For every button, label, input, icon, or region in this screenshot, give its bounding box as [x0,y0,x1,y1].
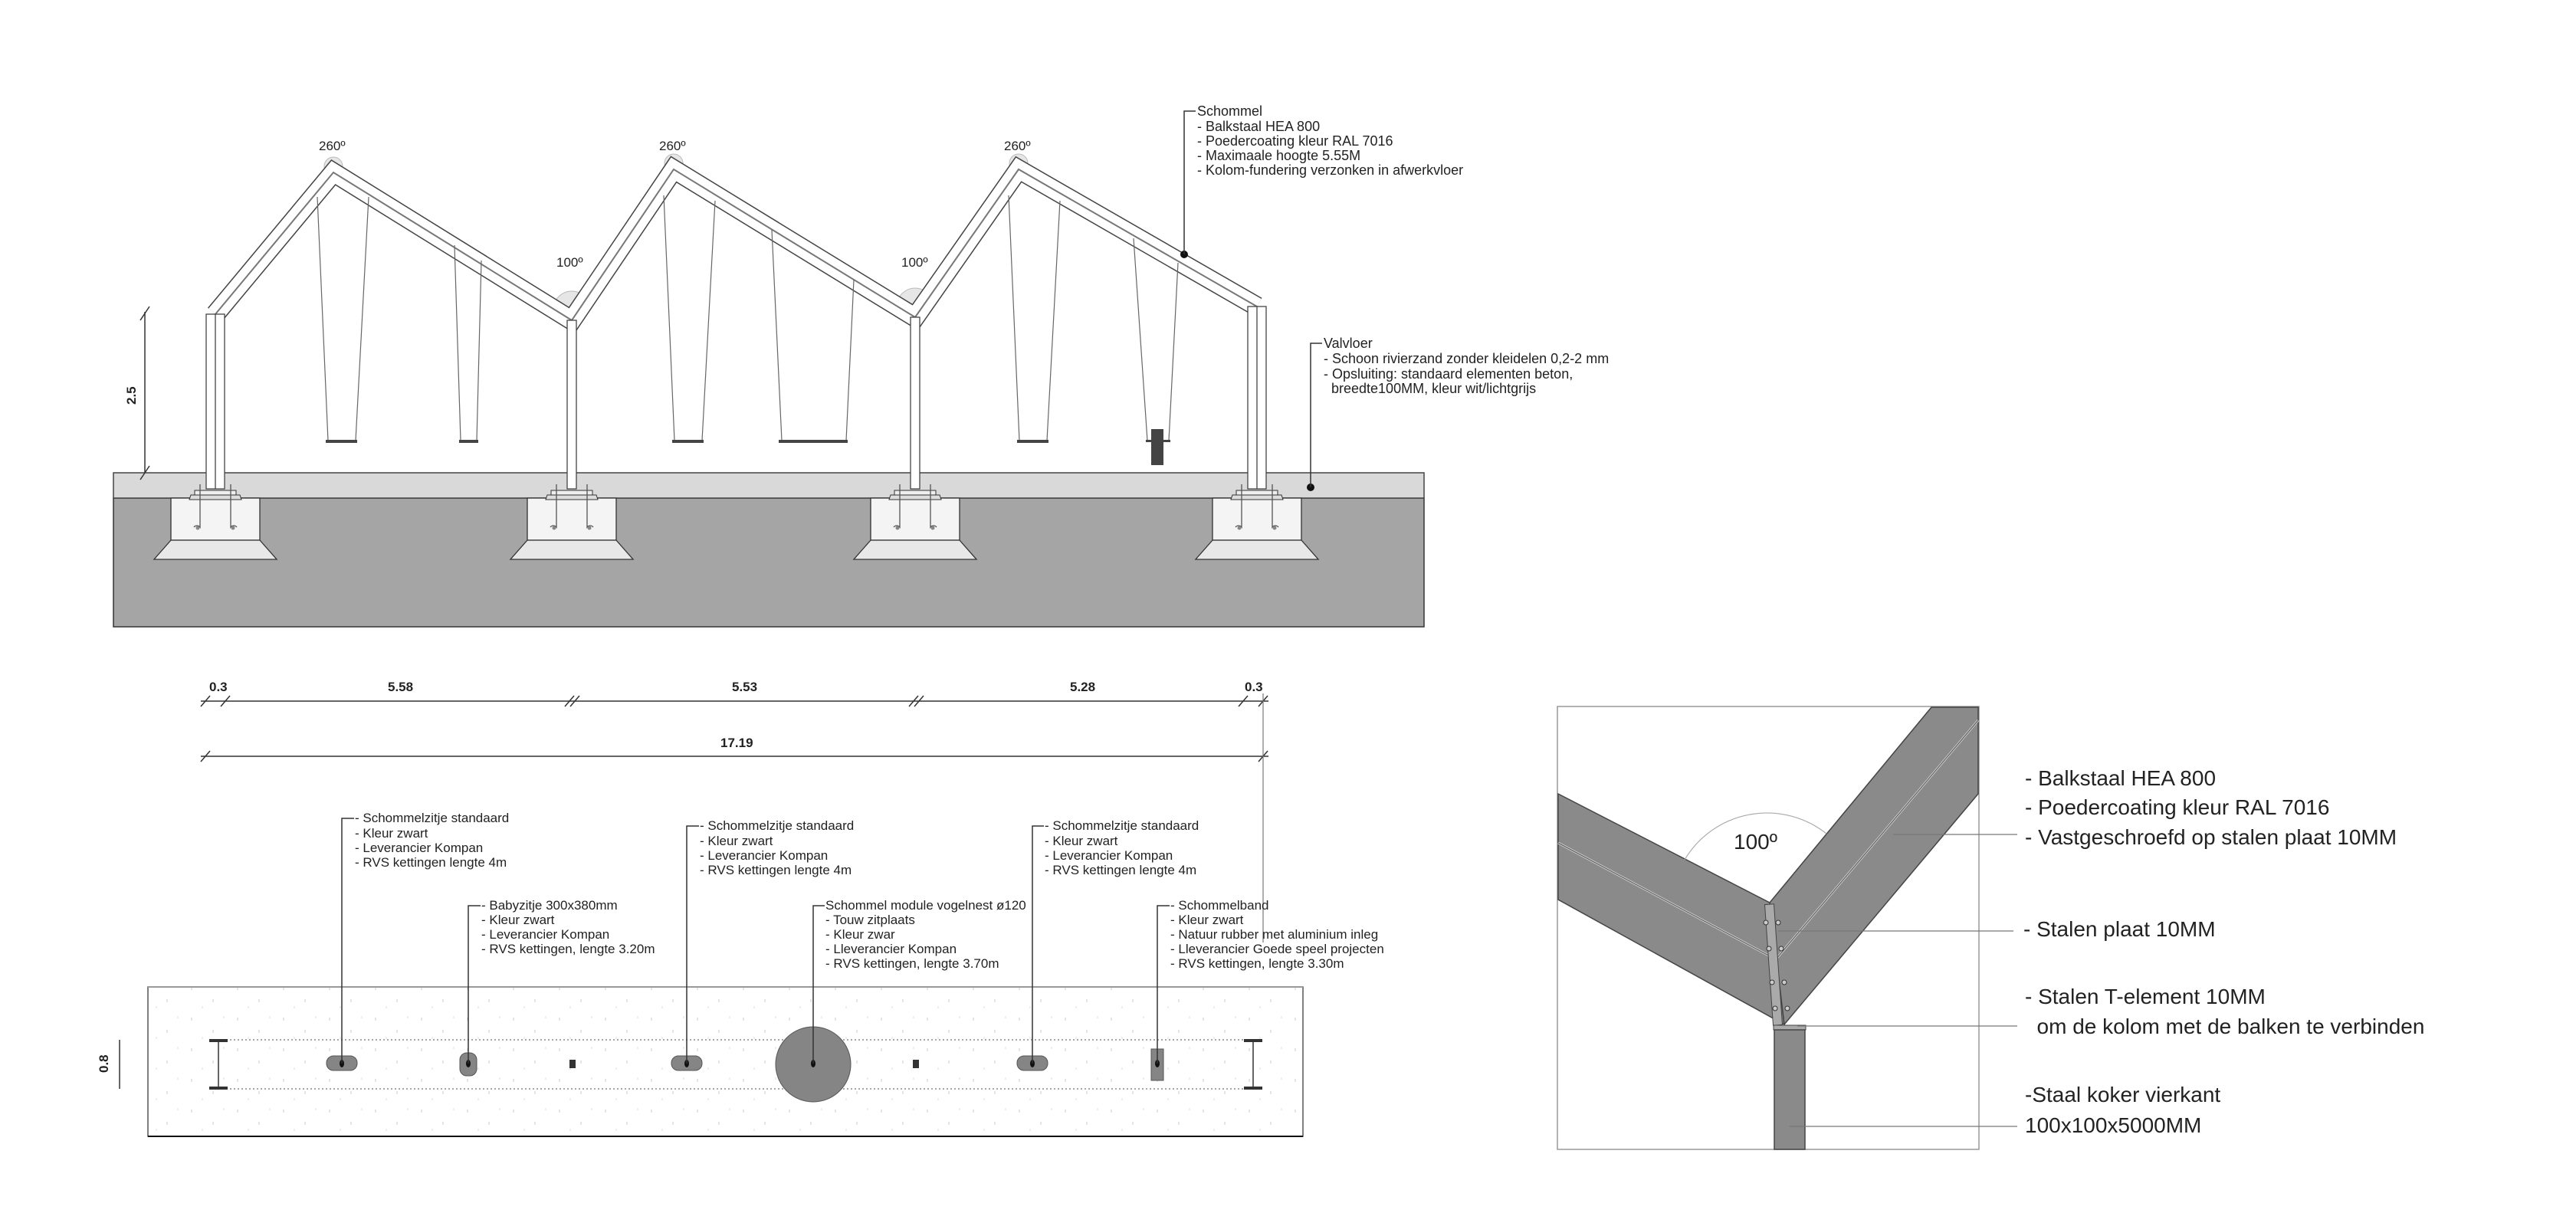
connection-detail: 100º - Balkstaal HEA 800 - Poedercoating… [1557,706,2424,1150]
plan-note-line: - Leverancier Kompan [1045,848,1173,863]
plan-callout-5: - Schommelzitje standaard - Kleur zwart … [1032,818,1199,1064]
plan-column-right [1244,1039,1262,1090]
plan-width-dimension: 0.8 [97,1054,111,1073]
dim-total: 17.19 [720,736,753,750]
plan-note-line: Schommel module vogelnest ø120 [825,898,1026,913]
detail-note-line: - Stalen T-element 10MM [2025,985,2266,1008]
dim-segment-3: 5.53 [732,680,757,694]
plan-note-line: - RVS kettingen, lengte 3.70m [825,956,999,971]
valvloer-note-line: breedte100MM, kleur wit/lichtgrijs [1324,381,1536,396]
swing-baby [454,244,482,443]
plan-column-left [209,1039,228,1090]
plan-note-line: - Kleur zwart [1045,834,1118,848]
plan-column-mid-1 [569,1060,576,1068]
swing-vogelnest [771,229,855,443]
column-footing [509,484,635,560]
plan-note-line: - Lleverancier Kompan [825,942,957,956]
schommel-note-line: - Balkstaal HEA 800 [1197,119,1320,134]
dim-segment-1: 0.3 [209,680,228,694]
plan-note-line: - Leverancier Kompan [700,848,828,863]
plan-note-line: - RVS kettingen lengte 4m [700,863,852,877]
valvloer-note-line: - Opsluiting: standaard elementen beton, [1324,366,1573,382]
plan-note-line: - Leverancier Kompan [481,927,609,942]
plan-callout-4: Schommel module vogelnest ø120 - Touw zi… [812,898,1026,1064]
plan-note-line: - Kleur zwart [700,834,773,848]
dim-segment-2: 5.58 [388,680,413,694]
plan-note-line: - Lleverancier Goede speel projecten [1170,942,1384,956]
plan-note-line: - Natuur rubber met aluminium inleg [1170,927,1378,942]
dim-segment-4: 5.28 [1070,680,1095,694]
elevation-view: 260º 260º 260º 100º 100º 2.5 Schommel - … [113,103,1609,628]
plan-valvloer-area [147,986,1304,1137]
detail-note-line: 100x100x5000MM [2025,1113,2201,1137]
plan-note-line: - Schommelzitje standaard [1045,818,1199,833]
swing-frame [205,156,1267,490]
detail-note-line: om de kolom met de balken te verbinden [2025,1015,2424,1038]
valvloer-callout: Valvloer - Schoon rivierzand zonder klei… [1307,336,1609,491]
plan-note-line: - RVS kettingen lengte 4m [1045,863,1196,877]
column-footing [1194,484,1320,560]
detail-note-line: - Stalen plaat 10MM [2023,917,2216,941]
plan-note-line: - Schommelband [1170,898,1269,913]
height-dimension-label: 2.5 [124,386,139,405]
detail-angle-arc [1684,812,1827,860]
schommel-note-line: - Kolom-fundering verzonken in afwerkvlo… [1197,162,1463,178]
plan-note-line: - RVS kettingen, lengte 3.20m [481,942,655,956]
plan-callout-2: - Babyzitje 300x380mm - Kleur zwart - Le… [468,898,655,1064]
swings [317,195,1179,465]
schommel-callout: Schommel - Balkstaal HEA 800 - Poedercoa… [1180,103,1463,258]
detail-bolts [1763,920,1790,1011]
dimension-chain: 0.3 5.58 5.53 5.28 0.3 17.19 [200,680,1268,942]
plan-note-line: - Kleur zwart [481,913,555,927]
height-dimension: 2.5 [124,306,150,480]
valvloer-note-title: Valvloer [1324,336,1373,351]
detail-note-line: - Poedercoating kleur RAL 7016 [2025,795,2329,819]
plan-note-line: - Touw zitplaats [825,913,915,927]
detail-note-line: -Staal koker vierkant [2025,1083,2220,1106]
plan-note-line: - RVS kettingen lengte 4m [355,855,507,870]
plan-callout-1: - Schommelzitje standaard - Kleur zwart … [341,811,509,1064]
footings [153,484,1320,560]
plan-view: 0.8 - Schommelzitje standaard - Kleur zw… [97,811,1384,1137]
column-footing [852,484,978,560]
plan-note-line: - RVS kettingen, lengte 3.30m [1170,956,1344,971]
schommel-note-title: Schommel [1197,103,1262,119]
swing-standard-2 [663,195,716,443]
angle-label-valley-1: 100º [556,255,583,270]
angle-label-valley-2: 100º [901,255,928,270]
angle-label-peak-3: 260º [1004,139,1031,153]
plan-column-mid-2 [913,1060,919,1068]
detail-angle-label: 100º [1734,830,1777,854]
detail-note-line: - Balkstaal HEA 800 [2025,766,2216,790]
plan-note-line: - Kleur zwart [1170,913,1244,927]
detail-column [1774,1029,1806,1150]
plan-note-line: - Leverancier Kompan [355,841,483,855]
dim-segment-5: 0.3 [1245,680,1263,694]
valvloer-layer [113,472,1425,499]
plan-note-line: - Kleur zwar [825,927,895,942]
valvloer-note-line: - Schoon rivierzand zonder kleidelen 0,2… [1324,351,1609,366]
column-footing [153,484,278,560]
angle-label-peak-2: 260º [659,139,686,153]
schommel-note-line: - Maximaale hoogte 5.55M [1197,148,1360,163]
columns [205,306,1267,490]
angle-label-peak-1: 260º [319,139,346,153]
plan-callout-6: - Schommelband - Kleur zwart - Natuur ru… [1157,898,1384,1064]
swing-band [1133,238,1179,465]
detail-note-line: - Vastgeschroefd op stalen plaat 10MM [2025,825,2397,849]
plan-callout-3: - Schommelzitje standaard - Kleur zwart … [686,818,854,1064]
plan-note-line: - Schommelzitje standaard [700,818,854,833]
plan-note-line: - Schommelzitje standaard [355,811,509,825]
ground-layer [113,497,1425,628]
swing-standard-1 [317,196,369,443]
plan-note-line: - Babyzitje 300x380mm [481,898,618,913]
swing-standard-3 [1008,195,1061,443]
detail-right-beam [1769,706,1979,1026]
plan-note-line: - Kleur zwart [355,826,428,841]
schommel-note-line: - Poedercoating kleur RAL 7016 [1197,133,1393,149]
